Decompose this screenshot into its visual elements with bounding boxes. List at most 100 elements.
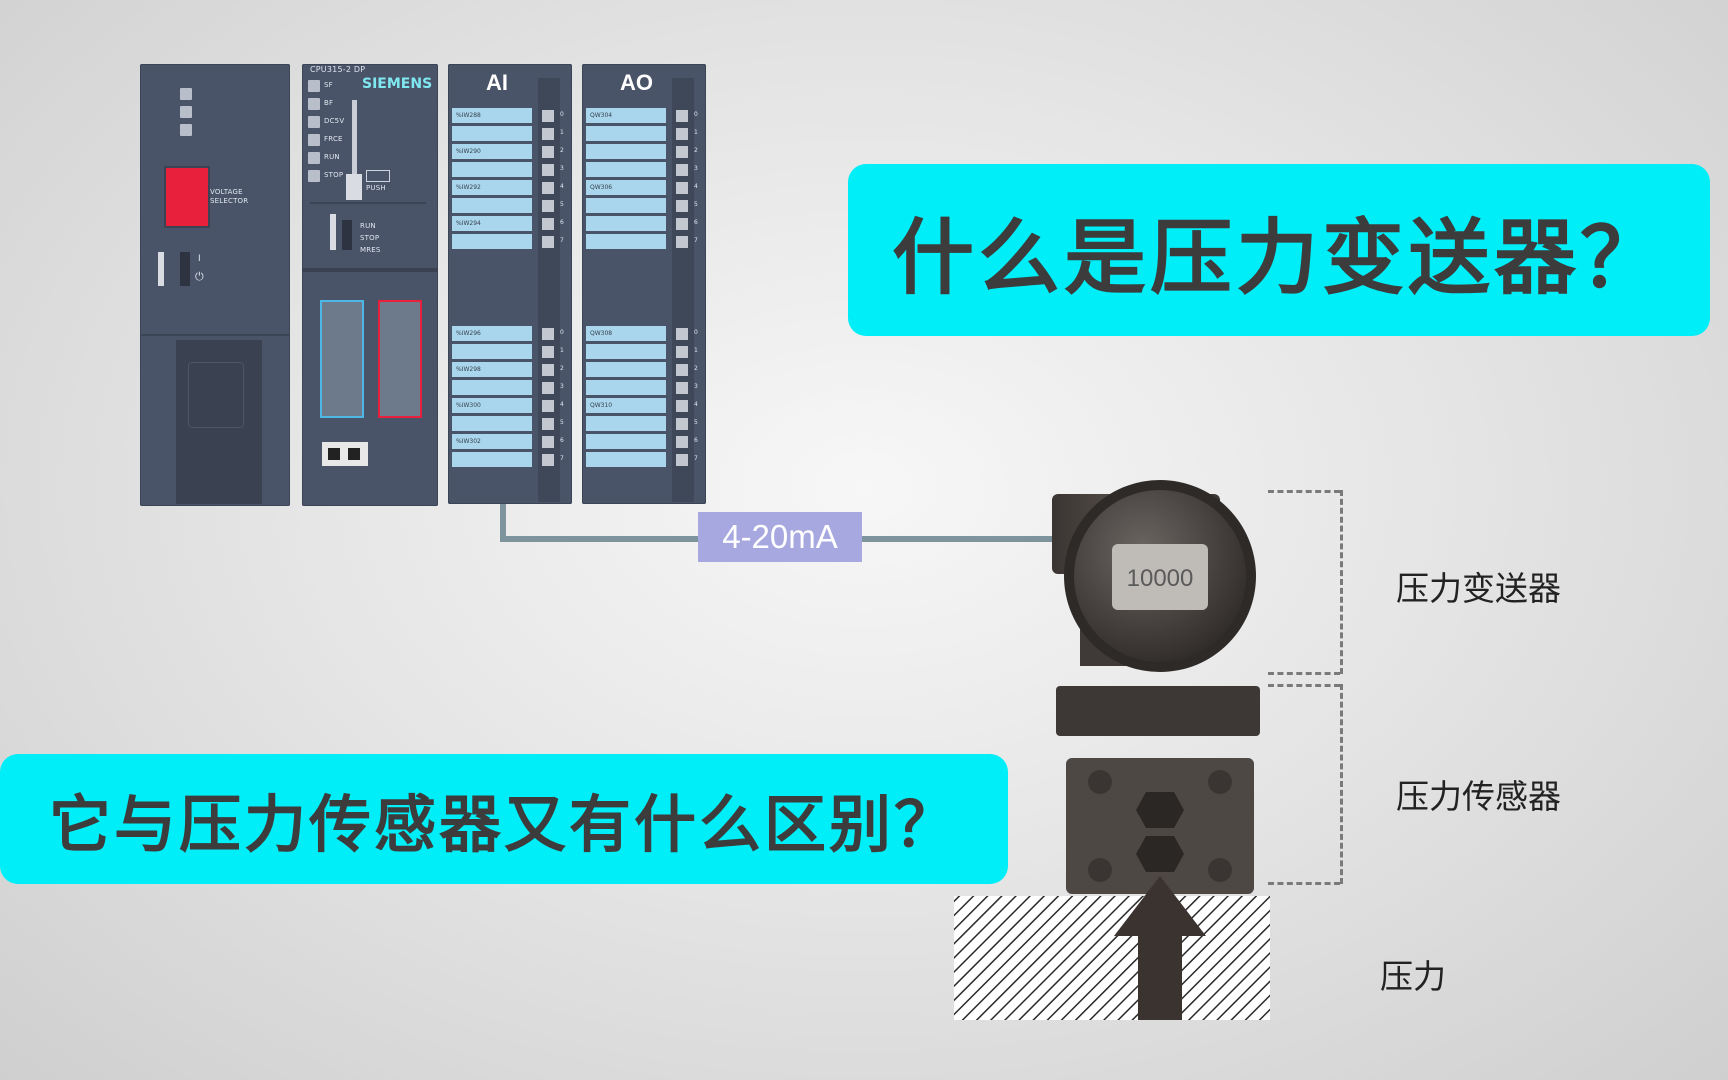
psu-terminal-cover <box>176 340 262 504</box>
power-supply-module: VOLTAGE SELECTOR I ⏻ <box>140 64 290 506</box>
io-channel-led <box>542 200 554 212</box>
io-channel-number: 7 <box>560 237 564 244</box>
io-channel-row <box>586 198 666 213</box>
io-channel-led <box>676 182 688 194</box>
io-channel-led <box>676 418 688 430</box>
io-channel-led <box>542 218 554 230</box>
label-pressure: 压力 <box>1380 957 1446 996</box>
psu-divider <box>140 334 290 336</box>
io-channel-led <box>676 200 688 212</box>
io-channel-led <box>676 382 688 394</box>
io-channel-number: 1 <box>694 129 698 136</box>
psu-switch-lever[interactable] <box>158 252 164 286</box>
led-label-stop: STOP <box>324 171 344 179</box>
psu-indicator-1 <box>180 88 192 100</box>
hex-nut-bottom <box>1136 836 1184 872</box>
io-address-label: %IW300 <box>456 402 481 409</box>
led-label-frce: FRCE <box>324 135 343 143</box>
signal-label: 4-20mA <box>698 512 862 562</box>
io-channel-number: 0 <box>694 111 698 118</box>
io-channel-row <box>586 180 666 195</box>
io-channel-led <box>676 400 688 412</box>
io-channel-row <box>452 416 532 431</box>
led-label-sf: SF <box>324 81 333 89</box>
io-address-label: %IW292 <box>456 184 481 191</box>
io-channel-led <box>676 146 688 158</box>
led-label-bf: BF <box>324 99 334 107</box>
io-address-label: QW310 <box>590 402 613 409</box>
io-channel-row <box>586 216 666 231</box>
sensor-bracket <box>1340 684 1343 884</box>
profibus-port[interactable] <box>320 300 364 418</box>
led-dc5v <box>308 116 320 128</box>
memory-card[interactable] <box>346 174 362 200</box>
io-channel-led <box>676 346 688 358</box>
io-channel-led <box>542 382 554 394</box>
io-address-label: %IW294 <box>456 220 481 227</box>
io-channel-row <box>452 362 532 377</box>
io-channel-row <box>452 434 532 449</box>
led-frce <box>308 134 320 146</box>
siemens-logo: SIEMENS <box>362 76 433 92</box>
io-channel-row <box>452 162 532 177</box>
led-sf <box>308 80 320 92</box>
io-channel-number: 5 <box>560 201 564 208</box>
io-address-label: %IW298 <box>456 366 481 373</box>
io-channel-number: 5 <box>694 201 698 208</box>
io-channel-row <box>452 326 532 341</box>
signal-wire-vertical <box>500 504 506 542</box>
lcd-display <box>1112 544 1208 610</box>
push-button[interactable] <box>366 170 390 182</box>
io-channel-row <box>586 398 666 413</box>
psu-indicator-3 <box>180 124 192 136</box>
mode-switch-lever[interactable] <box>330 214 336 250</box>
transmitter-bracket-top <box>1268 490 1340 493</box>
led-label-dc5v: DC5V <box>324 117 345 125</box>
io-channel-row <box>452 126 532 141</box>
io-address-label: QW304 <box>590 112 613 119</box>
ethernet-port[interactable] <box>322 442 368 466</box>
io-channel-number: 1 <box>694 347 698 354</box>
io-channel-led <box>676 164 688 176</box>
io-channel-led <box>542 418 554 430</box>
cpu-divider-2 <box>302 268 438 272</box>
led-bf <box>308 98 320 110</box>
io-channel-led <box>542 328 554 340</box>
io-channel-number: 4 <box>694 401 698 408</box>
io-channel-row <box>452 452 532 467</box>
io-address-label: %IW296 <box>456 330 481 337</box>
io-channel-row <box>586 434 666 449</box>
io-channel-row <box>452 144 532 159</box>
voltage-selector-label: VOLTAGE SELECTOR <box>210 188 249 205</box>
io-channel-led <box>676 110 688 122</box>
main-question-text: 什么是压力变送器？ <box>891 210 1666 306</box>
mpi-port[interactable] <box>378 300 422 418</box>
ao-title: AO <box>620 70 653 95</box>
cpu-module: CPU315-2 DP SIEMENS SF BF DC5V FRCE RUN … <box>302 64 438 506</box>
mode-label-mres: MRES <box>360 246 381 254</box>
io-channel-number: 2 <box>560 147 564 154</box>
io-channel-number: 3 <box>560 383 564 390</box>
io-channel-row <box>586 416 666 431</box>
io-channel-row <box>586 234 666 249</box>
io-channel-led <box>676 454 688 466</box>
io-channel-number: 0 <box>560 329 564 336</box>
io-channel-row <box>586 144 666 159</box>
io-channel-number: 5 <box>694 419 698 426</box>
psu-power-switch[interactable] <box>180 252 190 286</box>
io-channel-row <box>452 198 532 213</box>
mode-switch[interactable] <box>342 220 352 250</box>
io-channel-number: 4 <box>560 401 564 408</box>
sensor-bracket-top <box>1268 684 1340 687</box>
io-channel-number: 0 <box>694 329 698 336</box>
io-channel-number: 0 <box>560 111 564 118</box>
voltage-selector[interactable] <box>164 166 210 228</box>
io-channel-led <box>542 164 554 176</box>
io-channel-led <box>542 436 554 448</box>
sensor-bracket-bottom <box>1268 882 1340 885</box>
main-question-callout: 什么是压力变送器？ <box>848 164 1710 336</box>
io-channel-row <box>586 326 666 341</box>
io-channel-led <box>676 236 688 248</box>
